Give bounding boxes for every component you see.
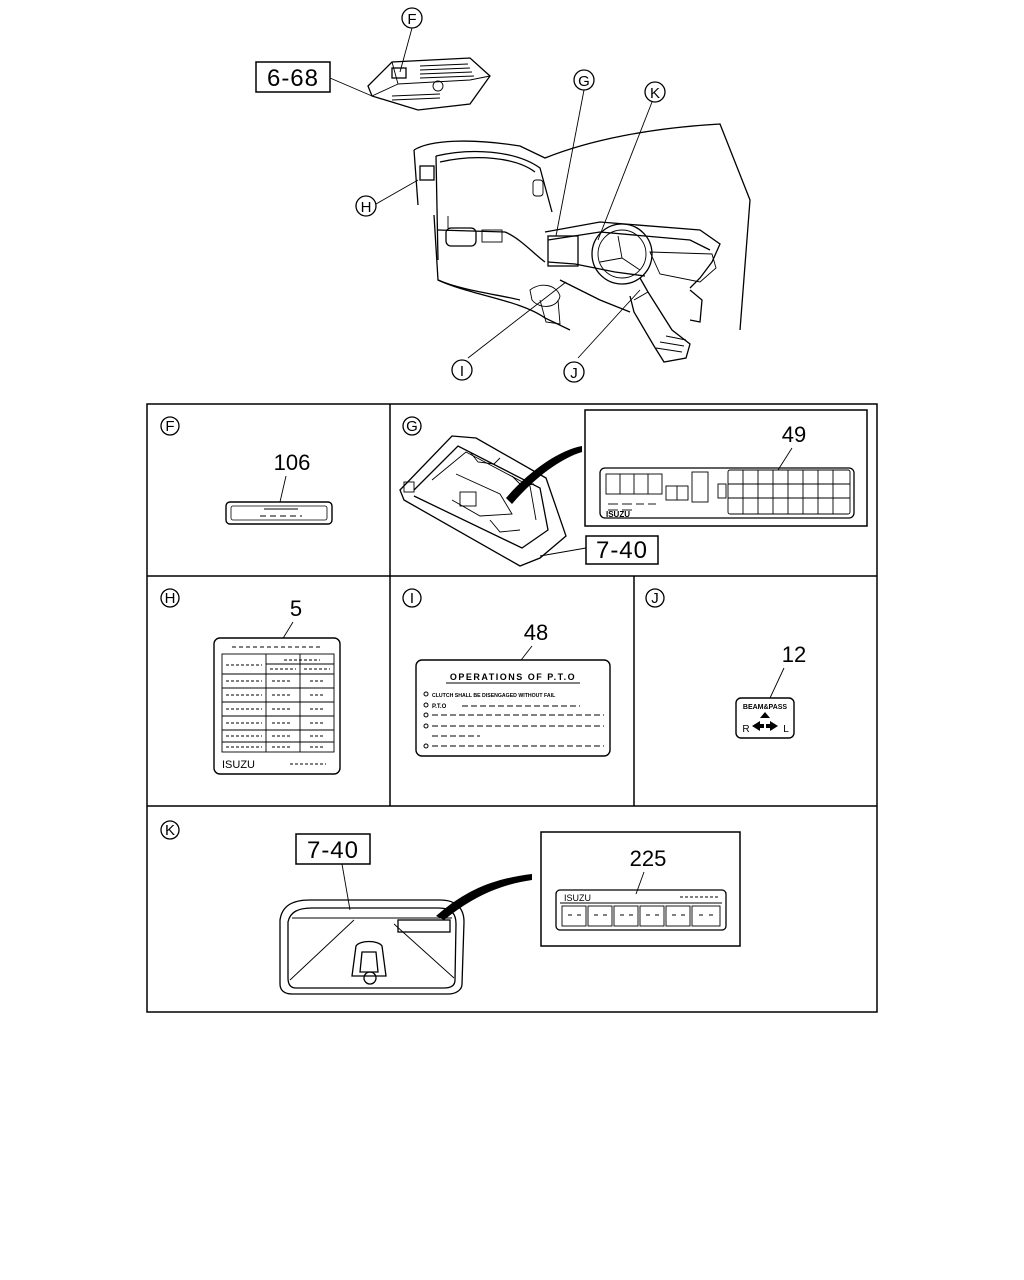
label-48-line2: P.T.O	[432, 704, 447, 710]
callout-j-label: J	[570, 365, 578, 382]
callout-g: G	[573, 69, 595, 91]
fuse-box-illustration	[399, 435, 567, 567]
label-49: 49 ISUZU	[584, 409, 868, 527]
panel-f-letter: F	[165, 418, 174, 435]
callout-f-label: F	[407, 11, 416, 28]
ref-label-7-40-g: 7-40	[596, 537, 648, 564]
callout-f: F	[401, 7, 423, 29]
label-5: ISUZU	[213, 637, 341, 775]
label-12-r: R	[742, 724, 749, 735]
callout-i-label: I	[460, 363, 464, 380]
label-12: BEAM&PASS R L	[735, 697, 795, 739]
label-12-l: L	[783, 724, 789, 735]
panel-g-letter: G	[406, 418, 418, 435]
part-number-106: 106	[274, 450, 311, 475]
label-48-line1: CLUTCH SHALL BE DISENGAGED WITHOUT FAIL	[432, 693, 556, 699]
part-number-48: 48	[524, 620, 548, 645]
roof-console	[367, 57, 491, 111]
ref-label-6-68: 6-68	[267, 65, 319, 92]
panel-f: F 106	[160, 416, 333, 525]
label-225-brand: ISUZU	[564, 893, 591, 903]
label-48: OPERATIONS OF P.T.O CLUTCH SHALL BE DISE…	[415, 659, 611, 757]
part-number-225: 225	[630, 846, 667, 871]
panel-h: H 5	[160, 588, 341, 775]
part-number-49: 49	[782, 422, 806, 447]
ref-box-6-68: 6-68	[255, 61, 331, 93]
callout-h: H	[355, 195, 377, 217]
panel-i: I 48 OPERATIONS OF P.T.O CLUTCH SHALL BE…	[402, 588, 611, 757]
leader-lines	[329, 27, 653, 359]
panel-h-letter: H	[165, 590, 176, 607]
panel-j-letter: J	[651, 590, 659, 607]
panel-k: K 7-40 225 ISUZU	[160, 820, 741, 995]
callout-h-label: H	[361, 199, 372, 216]
panel-k-letter: K	[165, 822, 175, 839]
ref-label-7-40-k: 7-40	[307, 837, 359, 864]
callout-j: J	[563, 361, 585, 383]
ref-box-7-40-k: 7-40	[295, 833, 371, 865]
cab-body	[413, 123, 751, 363]
callout-k: K	[644, 81, 666, 103]
callout-i: I	[451, 359, 473, 381]
label-106	[225, 501, 333, 525]
detail-grid	[146, 403, 878, 1013]
overview-illustration: 6-68 F G K H I J	[255, 7, 751, 383]
panel-j: J 12 BEAM&PASS R L	[645, 588, 806, 739]
callout-g-label: G	[578, 73, 590, 90]
label-48-title: OPERATIONS OF P.T.O	[450, 672, 576, 682]
label-225: 225 ISUZU	[540, 831, 741, 947]
label-12-top: BEAM&PASS	[743, 704, 788, 711]
ref-box-7-40-g: 7-40	[585, 535, 659, 565]
label-49-brand: ISUZU	[606, 510, 630, 519]
console-illustration	[279, 899, 465, 995]
panel-i-letter: I	[410, 590, 414, 607]
part-number-5: 5	[290, 596, 302, 621]
callout-k-label: K	[650, 85, 660, 102]
panel-g: G 49	[399, 409, 868, 567]
part-number-12: 12	[782, 642, 806, 667]
label-5-brand: ISUZU	[222, 759, 255, 771]
